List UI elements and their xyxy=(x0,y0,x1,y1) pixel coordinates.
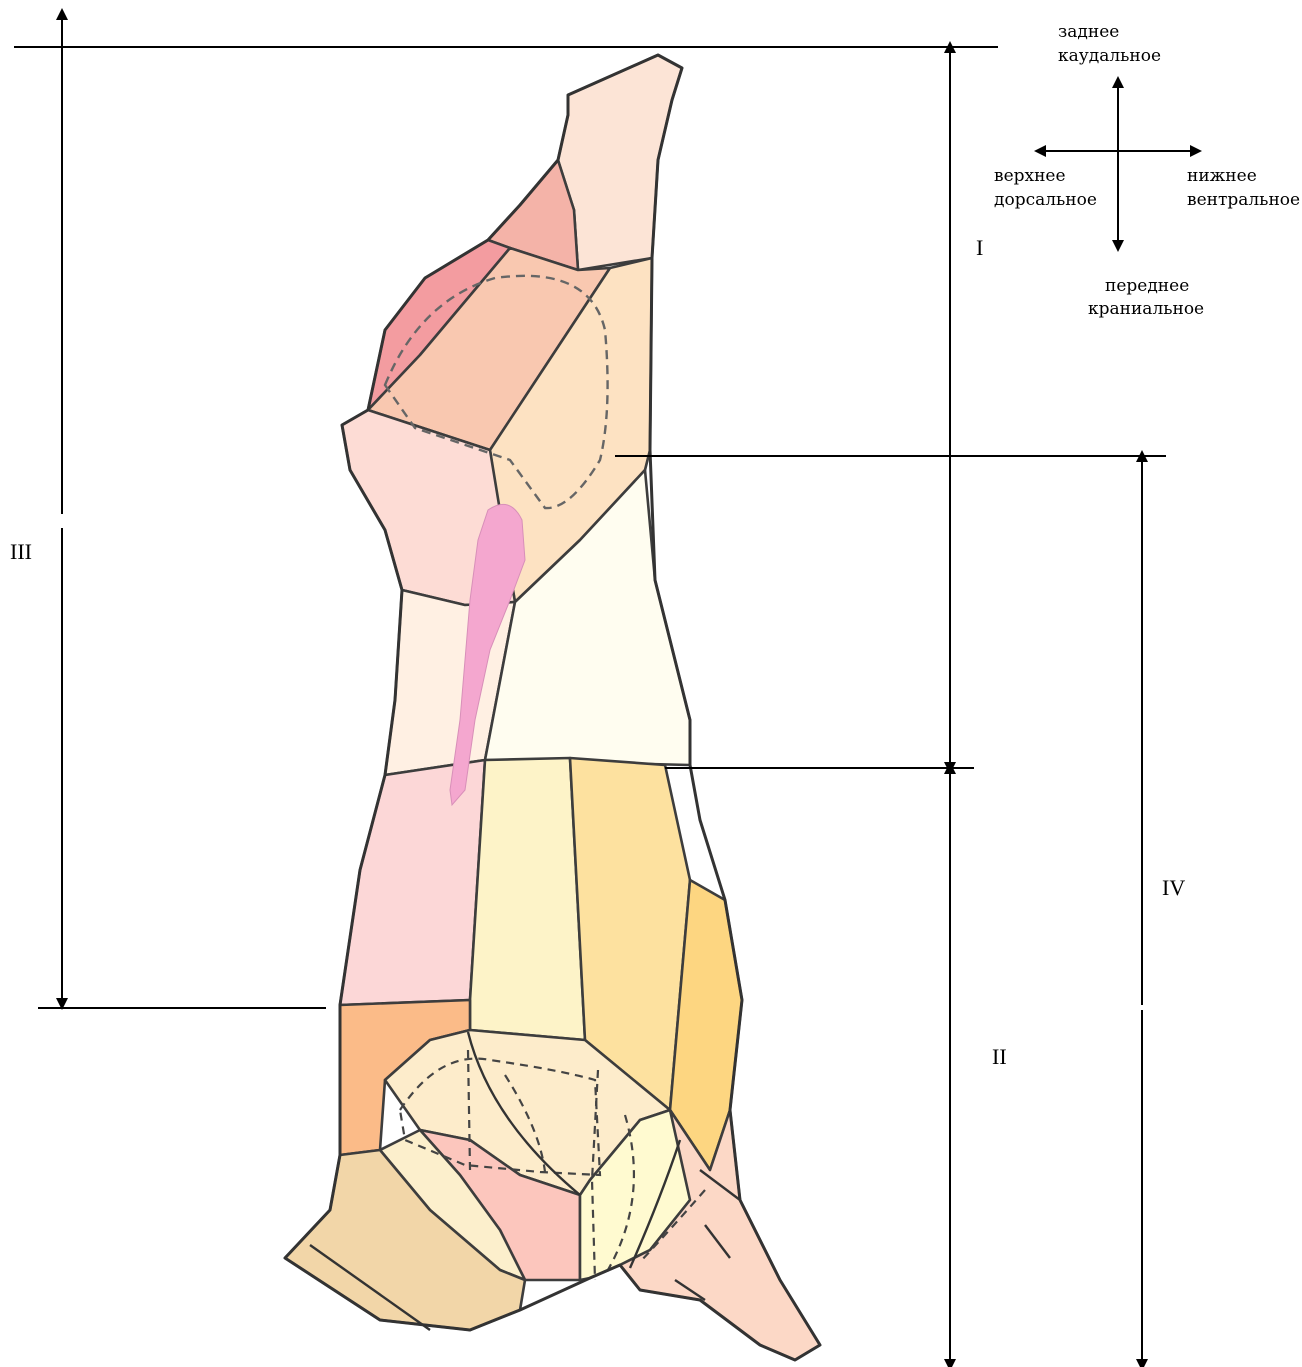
section-iii-label: III xyxy=(10,540,32,564)
section-i-label: I xyxy=(976,236,983,260)
rib-left-region xyxy=(340,760,485,1005)
carcass-cuts xyxy=(285,55,820,1360)
orientation-down-line2: краниальное xyxy=(1088,297,1204,321)
section-ii-label: II xyxy=(992,1045,1007,1069)
orientation-up-line1: заднее xyxy=(1058,20,1119,44)
section-iv-label: IV xyxy=(1162,876,1185,900)
rib-middle-region xyxy=(470,758,585,1040)
orientation-right-line2: вентральное xyxy=(1187,188,1300,212)
orientation-down-line1: переднее xyxy=(1105,274,1189,298)
orientation-left-line2: дорсальное xyxy=(994,188,1097,212)
orientation-right-line1: нижнее xyxy=(1187,164,1257,188)
orientation-up-line2: каудальное xyxy=(1058,44,1161,68)
orientation-left-line1: верхнее xyxy=(994,164,1066,188)
